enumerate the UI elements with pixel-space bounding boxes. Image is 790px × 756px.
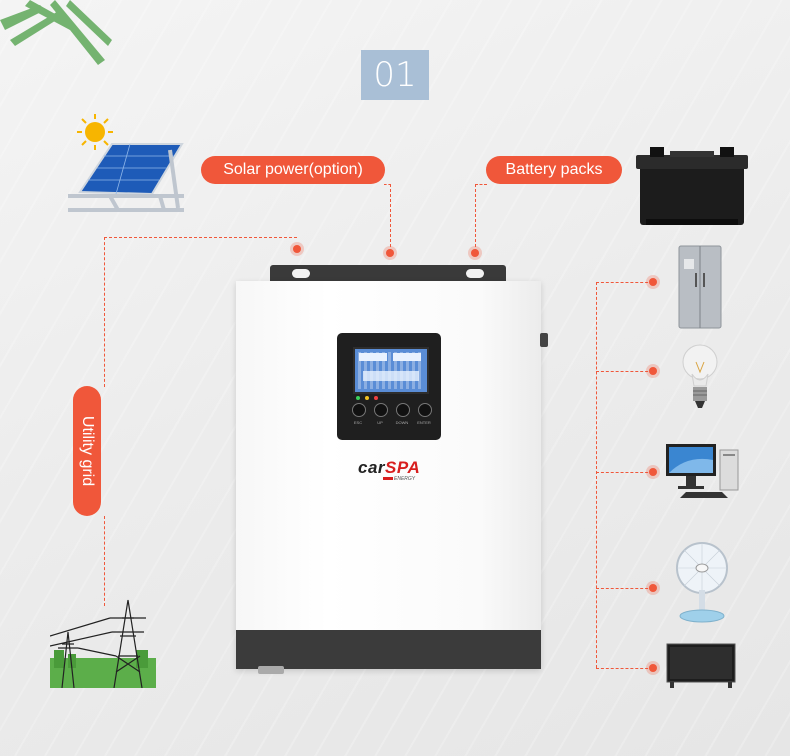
down-button-label: DOWN (395, 420, 409, 425)
bracket-hole (466, 269, 484, 278)
lcd-segment (359, 353, 387, 361)
utility-grid-label: Utility grid (73, 386, 101, 516)
load-connector-line (596, 588, 653, 589)
status-led (374, 396, 378, 400)
enter-button-label: ENTER (417, 420, 431, 425)
inverter-switch (540, 333, 548, 347)
brand-logo: carSPA (358, 458, 420, 478)
brand-logo-main: car (358, 458, 386, 477)
bracket-hole (292, 269, 310, 278)
grid-connector-line (104, 237, 105, 387)
brand-logo-sub: ENERGY (383, 476, 415, 482)
fan-icon (676, 542, 728, 623)
battery-icon (636, 147, 748, 225)
inverter-terminal (258, 666, 284, 674)
lcd-display (353, 347, 429, 394)
battery-connector-line (475, 184, 487, 185)
palm-leaf-icon (0, 0, 112, 65)
battery-packs-label: Battery packs (486, 156, 622, 184)
up-button-label: UP (377, 420, 383, 425)
utility-grid-tower-icon (50, 599, 156, 688)
refrigerator-icon (678, 245, 722, 329)
light-bulb-icon (682, 344, 718, 408)
battery-connector-line (475, 184, 476, 252)
status-led (356, 396, 360, 400)
inverter-bottom-panel (236, 630, 541, 674)
esc-button[interactable] (352, 403, 366, 417)
grid-connector-line (104, 516, 105, 606)
solar-connector-line (384, 184, 391, 185)
load-connector-line (596, 282, 653, 283)
load-connector-dot (649, 367, 657, 375)
load-connector-dot (649, 278, 657, 286)
solar-connector-dot (386, 249, 394, 257)
inverter-mount-bracket (270, 265, 506, 283)
load-connector-line (596, 472, 653, 473)
brand-logo-accent: SPA (385, 458, 421, 477)
lcd-segment (393, 353, 421, 361)
brand-logo-sub-text: ENERGY (394, 476, 416, 482)
down-button[interactable] (396, 403, 410, 417)
grid-connector-line (104, 237, 297, 238)
battery-connector-dot (471, 249, 479, 257)
solar-panel-icon (68, 114, 184, 212)
load-connector-line (596, 371, 653, 372)
load-connector-line (596, 668, 653, 669)
load-connector-dot (649, 584, 657, 592)
up-button[interactable] (374, 403, 388, 417)
utility-grid-label-text: Utility grid (79, 415, 97, 487)
lcd-segment (363, 371, 419, 381)
step-number-badge: 01 (361, 50, 429, 100)
tv-icon (666, 643, 736, 688)
computer-icon (666, 444, 739, 498)
solar-power-label: Solar power(option) (201, 156, 385, 184)
load-connector-dot (649, 468, 657, 476)
load-connector-dot (649, 664, 657, 672)
status-led (365, 396, 369, 400)
solar-connector-line (390, 184, 391, 252)
esc-button-label: ESC (353, 420, 363, 425)
enter-button[interactable] (418, 403, 432, 417)
grid-connector-dot (293, 245, 301, 253)
load-connector-line (596, 282, 597, 668)
